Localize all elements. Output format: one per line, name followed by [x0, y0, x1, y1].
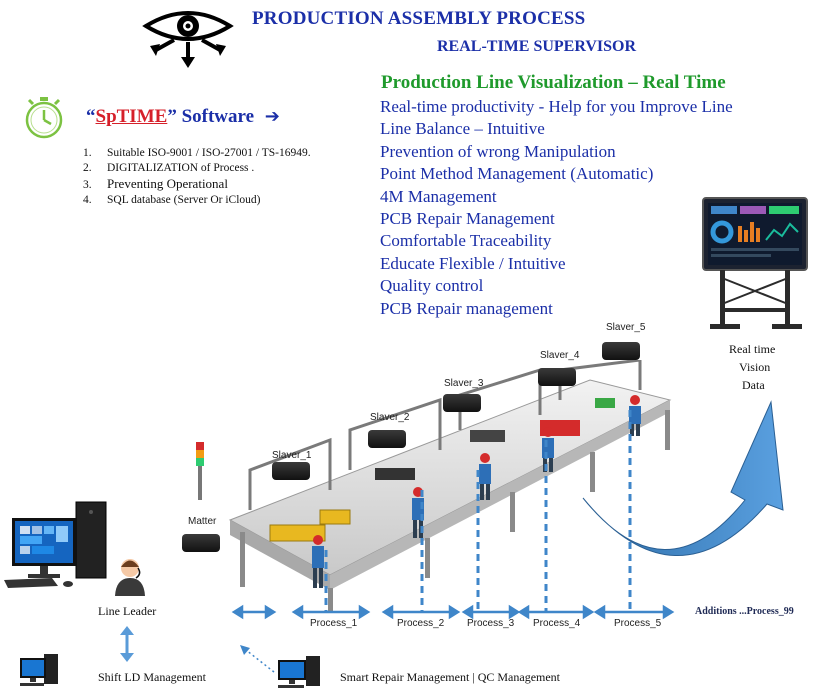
dotted-arrow-icon — [240, 645, 275, 673]
software-name: SpTIME — [95, 106, 168, 127]
desktop-computer-icon — [4, 501, 107, 588]
visualization-item: Educate Flexible / Intuitive — [380, 253, 566, 273]
matter-label: Matter — [188, 516, 217, 527]
visualization-item: PCB Repair Management — [380, 209, 555, 229]
line-leader-label: Line Leader — [98, 604, 157, 618]
visualization-item: 4M Management — [380, 186, 497, 206]
slaver-device-2 — [368, 430, 406, 448]
feature-item: 4.SQL database (Server Or iCloud) — [83, 194, 261, 206]
feature-list: 1.Suitable ISO-9001 / ISO-27001 / TS-169… — [83, 146, 311, 208]
matter-device — [182, 534, 220, 552]
eye-arrows-icon — [142, 11, 234, 68]
visualization-item: Point Method Management (Automatic) — [380, 164, 654, 184]
slaver-label-3: Slaver_3 — [444, 378, 484, 389]
shift-ld-computer-icon — [20, 654, 58, 686]
shift-ld-label: Shift LD Management — [98, 670, 206, 684]
slaver-label-5: Slaver_5 — [606, 322, 646, 333]
visualization-item: Prevention of wrong Manipulation — [380, 141, 616, 161]
software-label: Software — [181, 106, 255, 127]
visualization-item: PCB Repair management — [380, 298, 553, 318]
process-markers — [231, 410, 675, 620]
slaver-device-3 — [443, 394, 481, 412]
signal-tower-icon — [196, 442, 204, 500]
quote-open: “ — [86, 106, 96, 127]
vertical-double-arrow-icon — [120, 626, 134, 662]
realtime-data-arrow — [582, 400, 784, 556]
process-label-4: Process_4 — [533, 618, 581, 629]
process-label-3: Process_3 — [467, 618, 515, 629]
process-label-2: Process_2 — [397, 618, 445, 629]
software-title: “SpTIME” Software ➔ — [86, 106, 280, 128]
line-leader-avatar — [115, 559, 145, 596]
visualization-item: Line Balance – Intuitive — [380, 119, 545, 139]
dashboard-display-icon — [702, 197, 808, 329]
right-arrow-icon: ➔ — [264, 106, 280, 127]
visualization-item: Real-time productivity - Help for you Im… — [380, 97, 733, 116]
page-subtitle: REAL-TIME SUPERVISOR — [437, 38, 637, 55]
slaver-device-4 — [538, 368, 576, 386]
quote-close: ” — [167, 106, 177, 127]
slaver-device-1 — [272, 462, 310, 480]
smart-repair-computer-icon — [278, 656, 320, 688]
process-label-1: Process_1 — [310, 618, 358, 629]
assembly-line-illustration — [228, 360, 672, 612]
realtime-label-line2: Vision — [739, 360, 771, 374]
additions-label: Additions ...Process_99 — [695, 606, 794, 617]
slaver-label-2: Slaver_2 — [370, 412, 410, 423]
feature-item: 1.Suitable ISO-9001 / ISO-27001 / TS-169… — [83, 147, 311, 159]
feature-item: 2.DIGITALIZATION of Process . — [83, 162, 255, 174]
realtime-label-line1: Real time — [729, 342, 776, 356]
slaver-label-1: Slaver_1 — [272, 450, 312, 461]
stopwatch-icon — [25, 97, 63, 139]
process-label-5: Process_5 — [614, 618, 662, 629]
feature-item: 3.Preventing Operational — [83, 176, 228, 191]
visualization-item: Quality control — [380, 276, 484, 296]
visualization-list: Real-time productivity - Help for you Im… — [380, 96, 733, 320]
slaver-device-5 — [602, 342, 640, 360]
smart-repair-label: Smart Repair Management | QC Management — [340, 670, 561, 684]
visualization-title: Production Line Visualization – Real Tim… — [381, 72, 726, 93]
page-title: PRODUCTION ASSEMBLY PROCESS — [252, 8, 586, 29]
realtime-label-line3: Data — [742, 378, 765, 392]
slaver-label-4: Slaver_4 — [540, 350, 580, 361]
visualization-item: Comfortable Traceability — [380, 231, 552, 251]
